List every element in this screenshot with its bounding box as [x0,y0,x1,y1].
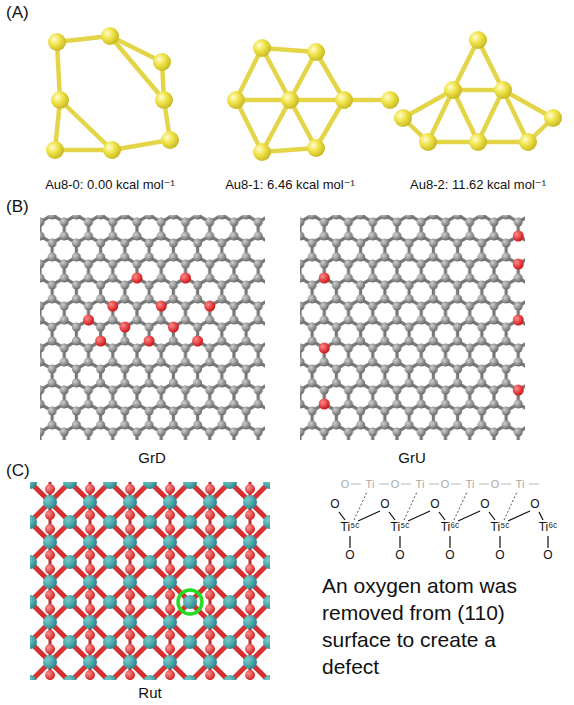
structure-name: Rut [138,685,161,702]
energy-label: Au8-1: 6.46 kcal mol⁻¹ [225,178,355,192]
atom-symbol: O [330,498,339,511]
panel-letter: (C) [6,462,30,481]
atom-symbol: O [430,498,439,511]
panel-letter: (A) [6,4,29,23]
atom-symbol: O [341,478,350,490]
structure-name: GrU [398,450,426,467]
atom-symbol: Ti⁶ᶜ [441,521,460,534]
atom-symbol: O [391,478,400,490]
atom-symbol: Ti [416,478,425,490]
atom-symbol: Ti⁵ᶜ [391,521,410,534]
atom-symbol: Ti⁵ᶜ [341,521,360,534]
structure-name: GrD [138,450,166,467]
atom-symbol: O [445,549,454,562]
energy-label: Au8-0: 0.00 kcal mol⁻¹ [45,178,175,192]
defect-note: An oxygen atom was removed from (110) su… [322,572,532,680]
atom-symbol: O [491,478,500,490]
atom-symbol: O [395,549,404,562]
atom-symbol: Ti⁵ᶜ [491,521,510,534]
atom-symbol: O [345,549,354,562]
atom-symbol: Ti⁶ᶜ [539,521,558,534]
atom-symbol: O [380,498,389,511]
atom-symbol: O [530,498,539,511]
energy-label: Au8-2: 11.62 kcal mol⁻¹ [410,178,546,192]
atom-symbol: O [480,498,489,511]
atom-symbol: Ti [366,478,375,490]
atom-symbol: O [543,549,552,562]
atom-symbol: Ti [516,478,525,490]
atom-symbol: O [495,549,504,562]
atom-symbol: O [441,478,450,490]
atom-symbol: Ti [466,478,475,490]
panel-letter: (B) [6,198,29,217]
